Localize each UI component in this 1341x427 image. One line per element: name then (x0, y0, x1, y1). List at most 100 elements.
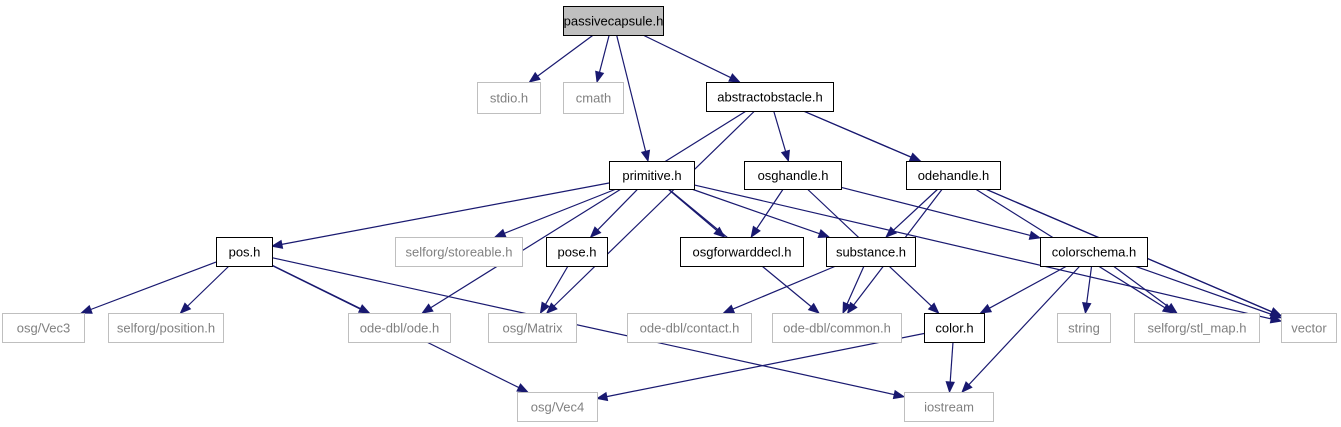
node-stdio-box (477, 82, 541, 114)
edge-colorschema-to-string-arrowhead (1082, 302, 1092, 315)
edge-abstractobstacle-to-ode-arrowhead (421, 303, 434, 314)
edge-pos-to-vec4-arrowhead (516, 383, 529, 393)
node-primitive-box (609, 161, 695, 190)
edge-colorschema-to-stlmap (1112, 265, 1170, 308)
edge-colorschema-to-vector (1134, 265, 1272, 315)
node-pose[interactable]: pose.h (546, 237, 608, 267)
node-odehandle[interactable]: odehandle.h (906, 161, 1001, 190)
node-pos[interactable]: pos.h (216, 237, 273, 267)
edge-substance-to-contact (732, 265, 837, 310)
node-ode-label: ode-dbl/ode.h (360, 321, 440, 336)
edge-colorschema-to-color (989, 265, 1068, 309)
node-contact: ode-dbl/contact.h (627, 313, 752, 343)
node-osghandle-label: osghandle.h (758, 168, 829, 183)
node-iostream-box (904, 392, 994, 422)
edge-pos-to-iostream-arrowhead (892, 389, 906, 400)
edge-passivecapsule-to-stdio (537, 34, 594, 77)
node-colorschema-label: colorschema.h (1052, 245, 1137, 260)
node-cmath: cmath (563, 82, 624, 114)
node-osgforwarddecl[interactable]: osgforwarddecl.h (680, 237, 804, 267)
edge-colorschema-to-stlmap-arrowhead (1165, 302, 1178, 314)
node-vec4-label: osg/Vec4 (531, 400, 585, 415)
edges-layer (80, 34, 1283, 402)
edge-pos-to-position-arrowhead (179, 302, 192, 314)
node-cmath-box (563, 82, 624, 114)
edge-pos-to-iostream (271, 257, 895, 396)
edge-colorschema-to-iostream-arrowhead (961, 381, 973, 393)
edge-primitive-to-vector (693, 184, 1272, 320)
node-substance[interactable]: substance.h (826, 237, 916, 267)
edge-pose-to-matrix-arrowhead (539, 301, 550, 315)
node-abstractobstacle[interactable]: abstractobstacle.h (706, 82, 834, 112)
edge-pose-to-matrix (544, 265, 569, 305)
edge-primitive-to-storeable-arrowhead (493, 228, 507, 238)
node-iostream-label: iostream (924, 400, 974, 415)
node-abstractobstacle-box (706, 82, 834, 112)
node-stlmap: selforg/stl_map.h (1134, 313, 1260, 343)
node-odehandle-label: odehandle.h (918, 168, 990, 183)
node-passivecapsule-label: passivecapsule.h (564, 14, 664, 29)
node-primitive[interactable]: primitive.h (609, 161, 695, 190)
edge-abstractobstacle-to-osghandle-arrowhead (780, 149, 790, 163)
node-colorschema[interactable]: colorschema.h (1040, 237, 1148, 267)
node-vector-box (1281, 313, 1337, 343)
node-vec4-box (517, 392, 598, 422)
node-ode-box (348, 313, 451, 343)
node-osgforwarddecl-label: osgforwarddecl.h (693, 245, 792, 260)
edge-color-to-iostream-arrowhead (945, 381, 955, 394)
edge-osghandle-to-color-arrowhead (927, 302, 940, 314)
node-storeable-box (395, 237, 523, 267)
edge-colorschema-to-string (1086, 265, 1093, 304)
edge-passivecapsule-to-stdio-arrowhead (528, 71, 541, 83)
node-osghandle[interactable]: osghandle.h (744, 161, 842, 190)
node-substance-box (826, 237, 916, 267)
edge-substance-to-common (846, 265, 865, 305)
node-pose-box (546, 237, 608, 267)
node-color-label: color.h (935, 321, 973, 336)
edge-primitive-to-common-arrowhead (807, 302, 820, 314)
node-color[interactable]: color.h (924, 313, 985, 343)
node-stlmap-label: selforg/stl_map.h (1148, 321, 1247, 336)
node-ode: ode-dbl/ode.h (348, 313, 451, 343)
edge-colorschema-to-color-arrowhead (979, 303, 993, 314)
node-colorschema-box (1040, 237, 1148, 267)
edge-colorschema-to-iostream (968, 265, 1081, 386)
node-matrix-label: osg/Matrix (503, 321, 563, 336)
edge-osghandle-to-colorschema-arrowhead (1028, 230, 1042, 240)
edge-passivecapsule-to-primitive (616, 34, 647, 152)
node-storeable-label: selforg/storeable.h (406, 245, 513, 260)
edge-substance-to-contact-arrowhead (722, 304, 736, 314)
edge-osghandle-to-osgforwarddecl-arrowhead (750, 225, 761, 239)
node-substance-label: substance.h (836, 245, 906, 260)
edge-abstractobstacle-to-ode (430, 110, 747, 309)
edge-abstractobstacle-to-osghandle (773, 110, 787, 152)
node-position-box (108, 313, 224, 343)
node-cmath-label: cmath (576, 91, 611, 106)
node-pos-label: pos.h (229, 245, 261, 260)
edge-primitive-to-substance-arrowhead (817, 229, 831, 239)
node-storeable: selforg/storeable.h (395, 237, 523, 267)
node-stdio-label: stdio.h (490, 91, 528, 106)
edge-primitive-to-pos-arrowhead (270, 239, 284, 249)
node-pose-label: pose.h (557, 245, 596, 260)
node-string-box (1057, 313, 1111, 343)
node-common-label: ode-dbl/common.h (783, 321, 891, 336)
edge-odehandle-to-substance (893, 188, 939, 231)
node-passivecapsule[interactable]: passivecapsule.h (563, 6, 664, 36)
edge-passivecapsule-to-abstractobstacle-arrowhead (728, 73, 741, 83)
edge-color-to-iostream (949, 341, 954, 383)
edge-pos-to-vec3 (90, 261, 217, 311)
edge-passivecapsule-to-primitive-arrowhead (640, 149, 651, 163)
node-vec3: osg/Vec3 (2, 313, 85, 343)
node-matrix: osg/Matrix (488, 313, 577, 343)
edge-passivecapsule-to-cmath (598, 34, 610, 73)
node-stlmap-box (1134, 313, 1260, 343)
edge-pos-to-position (187, 265, 230, 307)
node-position-label: selforg/position.h (117, 321, 215, 336)
node-contact-box (627, 313, 752, 343)
edge-passivecapsule-to-cmath-arrowhead (595, 70, 605, 84)
node-passivecapsule-box (563, 6, 664, 36)
edge-primitive-to-pos (281, 182, 610, 245)
edge-primitive-to-substance (691, 188, 820, 235)
